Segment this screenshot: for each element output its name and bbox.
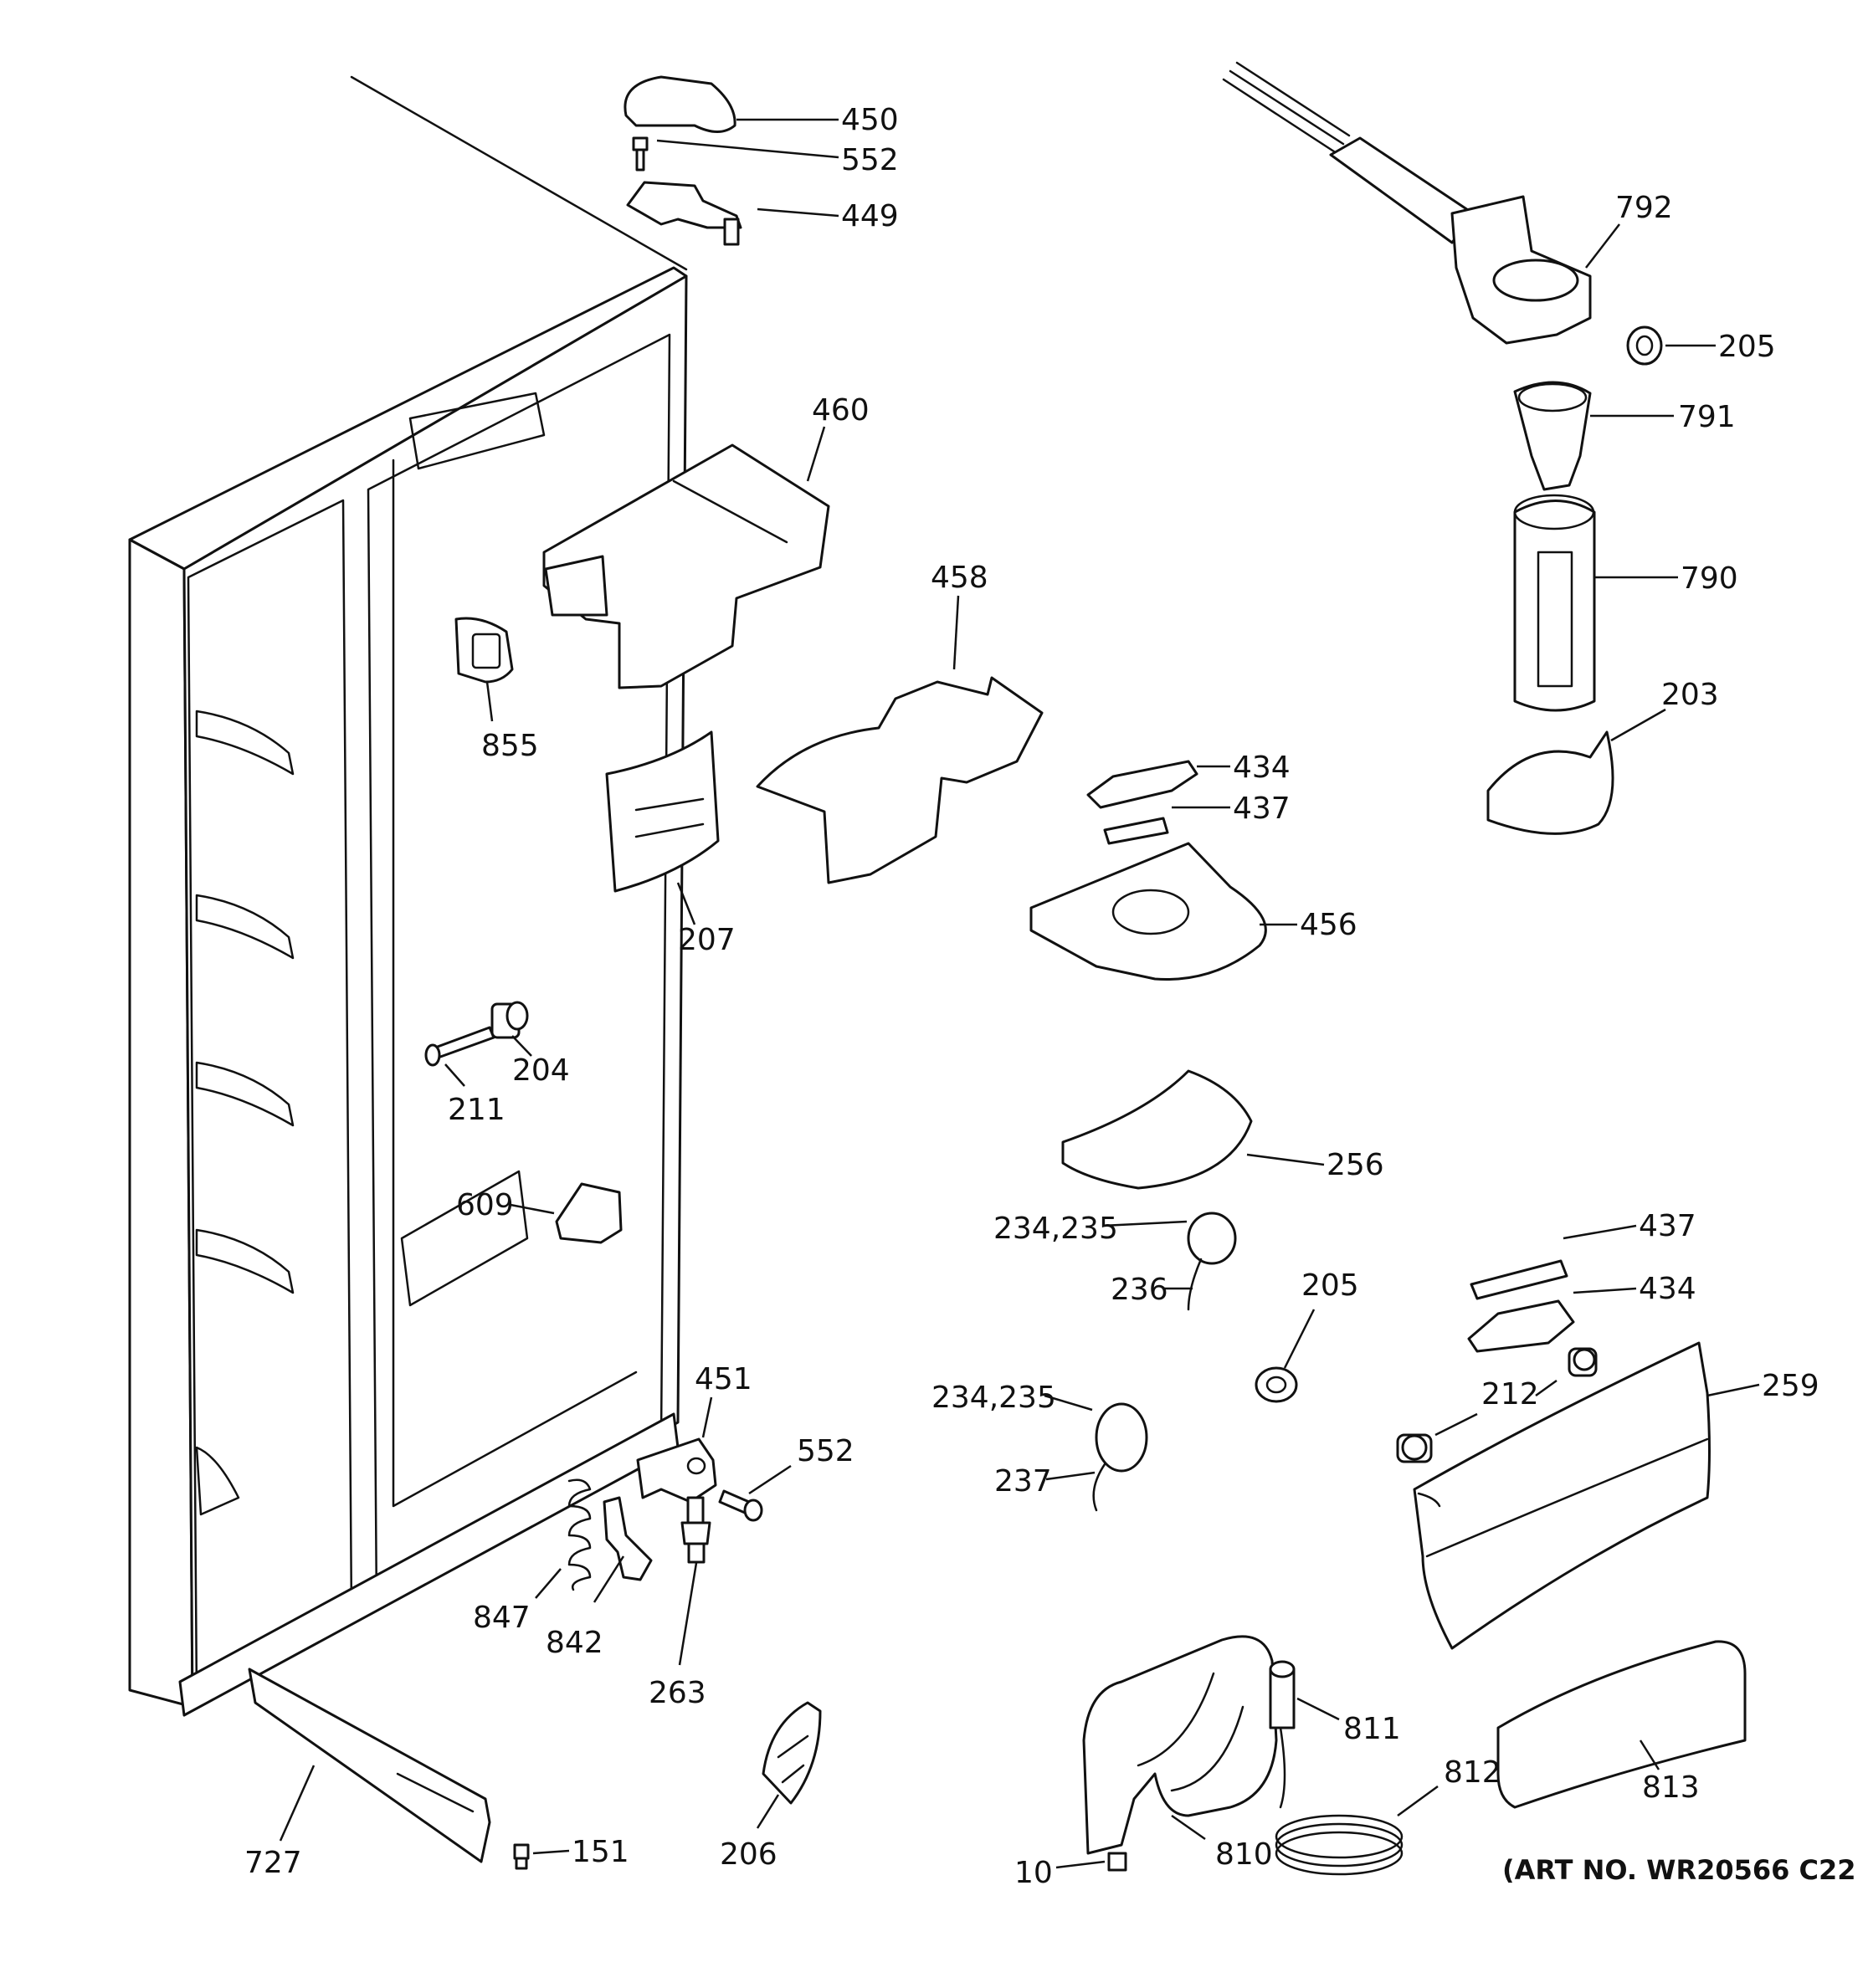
screw-151: 151 xyxy=(513,1835,629,1870)
callout-256: 256 xyxy=(1327,1148,1384,1182)
chute-bracket-458: 458 xyxy=(756,561,1044,884)
callout-727: 727 xyxy=(244,1846,302,1880)
callout-234-235-top: 234,235 xyxy=(993,1212,1118,1246)
callout-609: 609 xyxy=(456,1188,514,1222)
callout-10: 10 xyxy=(1014,1856,1053,1890)
callout-434-top: 434 xyxy=(1233,751,1291,785)
damper-855: 855 xyxy=(454,617,539,763)
callout-456: 456 xyxy=(1300,908,1357,942)
spacer-204: 204 xyxy=(490,1001,570,1088)
pin-263: 263 xyxy=(649,1496,711,1710)
cover-256: 256 xyxy=(1061,1069,1384,1190)
screw-552: 552 xyxy=(632,136,899,177)
callout-458: 458 xyxy=(931,561,988,595)
screw-211: 211 xyxy=(424,1026,505,1127)
hinge-cover-450: 450 xyxy=(624,75,899,137)
filter-bypass-791: 791 xyxy=(1513,381,1736,491)
actuator-434-top: 434 xyxy=(1086,751,1291,809)
cam-842: 842 xyxy=(546,1496,653,1660)
callout-451: 451 xyxy=(695,1362,752,1396)
pad-437-right: 437 xyxy=(1470,1209,1696,1300)
callout-810: 810 xyxy=(1215,1837,1273,1872)
callout-151: 151 xyxy=(572,1835,629,1869)
callout-552-top: 552 xyxy=(841,143,899,177)
callout-203: 203 xyxy=(1661,678,1719,712)
callout-812: 812 xyxy=(1444,1755,1501,1790)
pad-437-top: 437 xyxy=(1103,792,1291,845)
fitting-811: 811 xyxy=(1269,1660,1401,1746)
callout-205-mid: 205 xyxy=(1301,1268,1359,1303)
callout-211: 211 xyxy=(448,1093,505,1127)
callout-236: 236 xyxy=(1111,1273,1168,1307)
screw-10: 10 xyxy=(1014,1852,1127,1890)
grommet-205-top: 205 xyxy=(1626,325,1776,366)
grille-206: 206 xyxy=(720,1701,822,1872)
dispenser-panel-259: 259 xyxy=(1413,1341,1819,1650)
hinge-449: 449 xyxy=(626,181,899,246)
spring-actuator-236: 234,235 236 xyxy=(993,1212,1237,1311)
callout-813: 813 xyxy=(1642,1770,1700,1805)
callout-790: 790 xyxy=(1681,561,1738,596)
callout-437-right: 437 xyxy=(1639,1209,1696,1243)
filter-head-792: 792 xyxy=(1222,61,1673,345)
callout-237: 237 xyxy=(994,1464,1052,1499)
callout-449: 449 xyxy=(841,199,899,233)
callout-855: 855 xyxy=(481,729,539,763)
callout-205-top: 205 xyxy=(1718,330,1776,364)
callout-204: 204 xyxy=(512,1053,570,1088)
callout-811: 811 xyxy=(1343,1712,1401,1746)
dispenser-housing-456: 456 xyxy=(1029,842,1357,981)
callout-263: 263 xyxy=(649,1676,706,1710)
filter-cover-203: 203 xyxy=(1486,678,1719,835)
reservoir-810: 810 xyxy=(1082,1635,1278,1872)
callout-259: 259 xyxy=(1762,1369,1819,1403)
callout-207: 207 xyxy=(678,923,736,957)
ice-deflector-207: 207 xyxy=(605,730,736,957)
kick-plate-727: 727 xyxy=(244,1668,491,1880)
callout-842: 842 xyxy=(546,1626,603,1660)
spring-actuator-237: 234,235 237 xyxy=(931,1381,1148,1512)
screw-552-lower: 552 xyxy=(718,1434,854,1522)
actuator-434-right: 434 xyxy=(1467,1272,1696,1353)
callout-434-right: 434 xyxy=(1639,1272,1696,1306)
spring-847: 847 xyxy=(473,1478,592,1635)
switch-609: 609 xyxy=(456,1182,623,1244)
callout-206: 206 xyxy=(720,1837,777,1872)
callout-791: 791 xyxy=(1678,400,1736,434)
callout-792: 792 xyxy=(1615,191,1673,225)
water-filter-790: 790 xyxy=(1513,494,1738,712)
callout-450: 450 xyxy=(841,103,899,137)
art-number: (ART NO. WR20566 C22 xyxy=(1502,1854,1856,1886)
callout-460: 460 xyxy=(812,393,870,428)
callout-212: 212 xyxy=(1481,1377,1539,1412)
trim-813: 813 xyxy=(1496,1640,1747,1809)
bushing-212: 212 xyxy=(1396,1347,1598,1463)
callout-234-235-lower: 234,235 xyxy=(931,1381,1056,1415)
refrigerator-case xyxy=(128,75,688,1717)
hinge-bracket-451: 451 xyxy=(636,1362,752,1504)
callout-437-top: 437 xyxy=(1233,792,1291,826)
tubing-812: 812 xyxy=(1275,1726,1501,1876)
grommet-205-mid: 205 xyxy=(1255,1268,1359,1403)
ice-chute-460: 460 xyxy=(542,393,870,689)
callout-552-lower: 552 xyxy=(797,1434,854,1468)
callout-847: 847 xyxy=(473,1601,531,1635)
